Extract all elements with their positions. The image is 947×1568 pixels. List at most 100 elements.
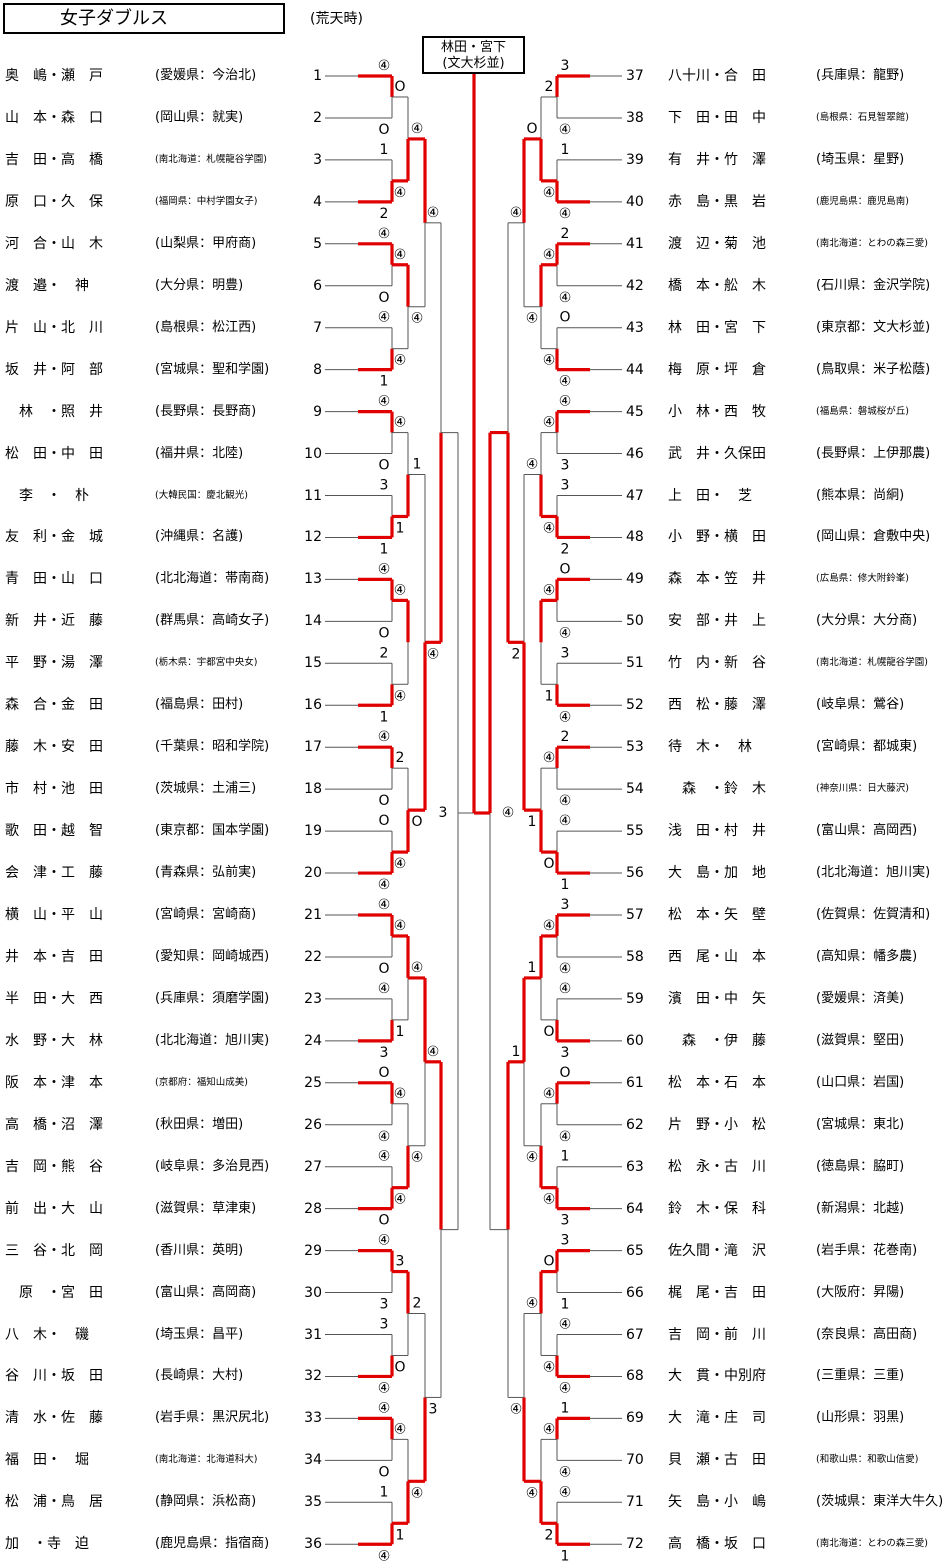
seed-number: 59 bbox=[626, 990, 644, 1007]
seed-number: 26 bbox=[304, 1116, 322, 1133]
player-school: (島根県：松江西) bbox=[155, 319, 257, 335]
player-school: (宮城県：聖和学園) bbox=[155, 361, 270, 377]
player-school: (長野県：上伊那農) bbox=[816, 445, 931, 461]
player-school: (秋田県：増田) bbox=[155, 1116, 244, 1132]
match-score: O bbox=[559, 1065, 570, 1081]
player-names: 武 井・久保田 bbox=[668, 445, 766, 462]
entry-row: 待 木・ 林(宮崎県：都城東)53 bbox=[0, 736, 947, 758]
player-school: (鹿児島県：指宿商) bbox=[155, 1536, 270, 1552]
player-names: 吉 岡・熊 谷 bbox=[5, 1158, 103, 1175]
match-score: ④ bbox=[559, 290, 572, 306]
match-score: ④ bbox=[510, 1401, 523, 1417]
match-score: 2 bbox=[380, 645, 389, 661]
player-names: 山 本・森 口 bbox=[5, 109, 103, 126]
entry-row: 新 井・近 藤(群馬県：高崎女子)14 bbox=[0, 610, 947, 632]
match-score: 3 bbox=[561, 645, 570, 661]
match-score: 1 bbox=[396, 520, 405, 536]
match-score: O bbox=[378, 793, 389, 809]
entry-row: 森 本・笠 井(広島県：修大附鈴峯)49 bbox=[0, 568, 947, 590]
match-score: 3 bbox=[561, 458, 570, 474]
match-score: ④ bbox=[427, 1044, 440, 1060]
player-names: 松 浦・鳥 居 bbox=[5, 1494, 103, 1511]
entry-row: 井 本・吉 田(愛知県：岡崎城西)22 bbox=[0, 946, 947, 968]
seed-number: 18 bbox=[304, 781, 322, 798]
seed-number: 19 bbox=[304, 823, 322, 840]
match-score: ④ bbox=[559, 625, 572, 641]
seed-number: 27 bbox=[304, 1158, 322, 1175]
match-score: ④ bbox=[543, 918, 556, 934]
champion-school: (文大杉並) bbox=[442, 56, 505, 71]
seed-number: 54 bbox=[626, 781, 644, 798]
match-score: ④ bbox=[378, 561, 391, 577]
player-school: (福島県：田村) bbox=[155, 697, 244, 713]
seed-number: 15 bbox=[304, 655, 322, 672]
entry-row: 梅 原・坪 倉(鳥取県：米子松蔭)44 bbox=[0, 359, 947, 381]
match-score: ④ bbox=[559, 1317, 572, 1333]
player-school: (兵庫県：龍野) bbox=[816, 68, 905, 83]
entry-row: 森 ・鈴 木(神奈川県：日大藤沢)54 bbox=[0, 778, 947, 800]
entry-row: 貝 瀬・古 田(和歌山県：和歌山信愛)70 bbox=[0, 1449, 947, 1471]
entry-row: 歌 田・越 智(東京都：国本学園)19 bbox=[0, 820, 947, 842]
entry-row: 三 谷・北 岡(香川県：英明)29 bbox=[0, 1240, 947, 1262]
player-school: (宮城県：東北) bbox=[816, 1116, 905, 1132]
entry-row: 原 口・久 保(福岡県：中村学園女子)4 bbox=[0, 191, 947, 213]
match-score: ④ bbox=[559, 1129, 572, 1145]
player-school: (京都府：福知山成美) bbox=[155, 1076, 248, 1088]
player-school: (新潟県：北越) bbox=[816, 1200, 905, 1216]
player-names: 佐久間・滝 沢 bbox=[668, 1242, 766, 1259]
seed-number: 71 bbox=[626, 1494, 644, 1511]
player-names: 会 津・工 藤 bbox=[5, 865, 103, 882]
entry-row: 谷 川・坂 田(長崎県：大村)32 bbox=[0, 1365, 947, 1387]
player-school: (沖縄県：名護) bbox=[155, 529, 244, 545]
player-school: (石川県：金沢学院) bbox=[816, 277, 931, 293]
match-score: 1 bbox=[561, 1548, 570, 1564]
seed-number: 56 bbox=[626, 865, 644, 882]
match-score: 1 bbox=[396, 1527, 405, 1543]
player-names: 大 滝・庄 司 bbox=[668, 1410, 766, 1427]
seed-number: 20 bbox=[304, 865, 322, 882]
match-score: O bbox=[543, 1254, 554, 1270]
match-score: ④ bbox=[411, 121, 424, 137]
match-score: O bbox=[559, 561, 570, 577]
entry-row: 松 浦・鳥 居(静岡県：浜松商)35 bbox=[0, 1491, 947, 1513]
match-score: 1 bbox=[380, 374, 389, 390]
match-score: ④ bbox=[559, 122, 572, 138]
match-score: ④ bbox=[526, 1485, 539, 1501]
player-school: (栃木県：宇都宮中央女) bbox=[155, 657, 258, 669]
player-names: 橋 本・舩 木 bbox=[668, 277, 766, 294]
player-names: 小 野・横 田 bbox=[668, 529, 766, 546]
match-score: ④ bbox=[378, 310, 391, 326]
player-names: 西 尾・山 本 bbox=[668, 948, 766, 965]
match-score: 3 bbox=[561, 478, 570, 494]
player-school: (福島県：磐城桜が丘) bbox=[816, 405, 909, 417]
entry-row: 松 田・中 田(福井県：北陸)10 bbox=[0, 443, 947, 465]
seed-number: 30 bbox=[304, 1284, 322, 1301]
seed-number: 13 bbox=[304, 571, 322, 588]
entry-row: 森 合・金 田(福島県：田村)16 bbox=[0, 694, 947, 716]
match-score: 2 bbox=[561, 226, 570, 242]
champion-names: 林田・宮下 bbox=[440, 40, 506, 55]
player-school: (茨城県：東洋大牛久) bbox=[816, 1494, 944, 1510]
player-names: 高 橋・沼 澤 bbox=[5, 1116, 103, 1133]
match-score: 3 bbox=[439, 805, 448, 821]
seed-number: 48 bbox=[626, 529, 644, 546]
player-school: (神奈川県：日大藤沢) bbox=[816, 783, 909, 795]
player-school: (宮崎県：宮崎商) bbox=[155, 907, 257, 922]
match-score: ④ bbox=[378, 729, 391, 745]
player-school: (兵庫県：須磨学園) bbox=[155, 990, 270, 1006]
match-score: 1 bbox=[396, 1024, 405, 1040]
seed-number: 14 bbox=[304, 613, 322, 630]
match-score: 2 bbox=[545, 1527, 554, 1543]
seed-number: 49 bbox=[626, 571, 644, 588]
match-score: 2 bbox=[561, 729, 570, 745]
seed-number: 24 bbox=[304, 1032, 322, 1049]
match-score: O bbox=[543, 856, 554, 872]
match-score: ④ bbox=[394, 856, 407, 872]
match-score: ④ bbox=[526, 311, 539, 327]
seed-number: 44 bbox=[626, 361, 644, 378]
match-score: 1 bbox=[380, 142, 389, 158]
player-names: 前 出・大 山 bbox=[5, 1200, 103, 1217]
match-score: ④ bbox=[559, 1484, 572, 1500]
entry-row: 西 尾・山 本(高知県：幡多農)58 bbox=[0, 946, 947, 968]
player-school: (長野県：長野商) bbox=[155, 403, 257, 419]
